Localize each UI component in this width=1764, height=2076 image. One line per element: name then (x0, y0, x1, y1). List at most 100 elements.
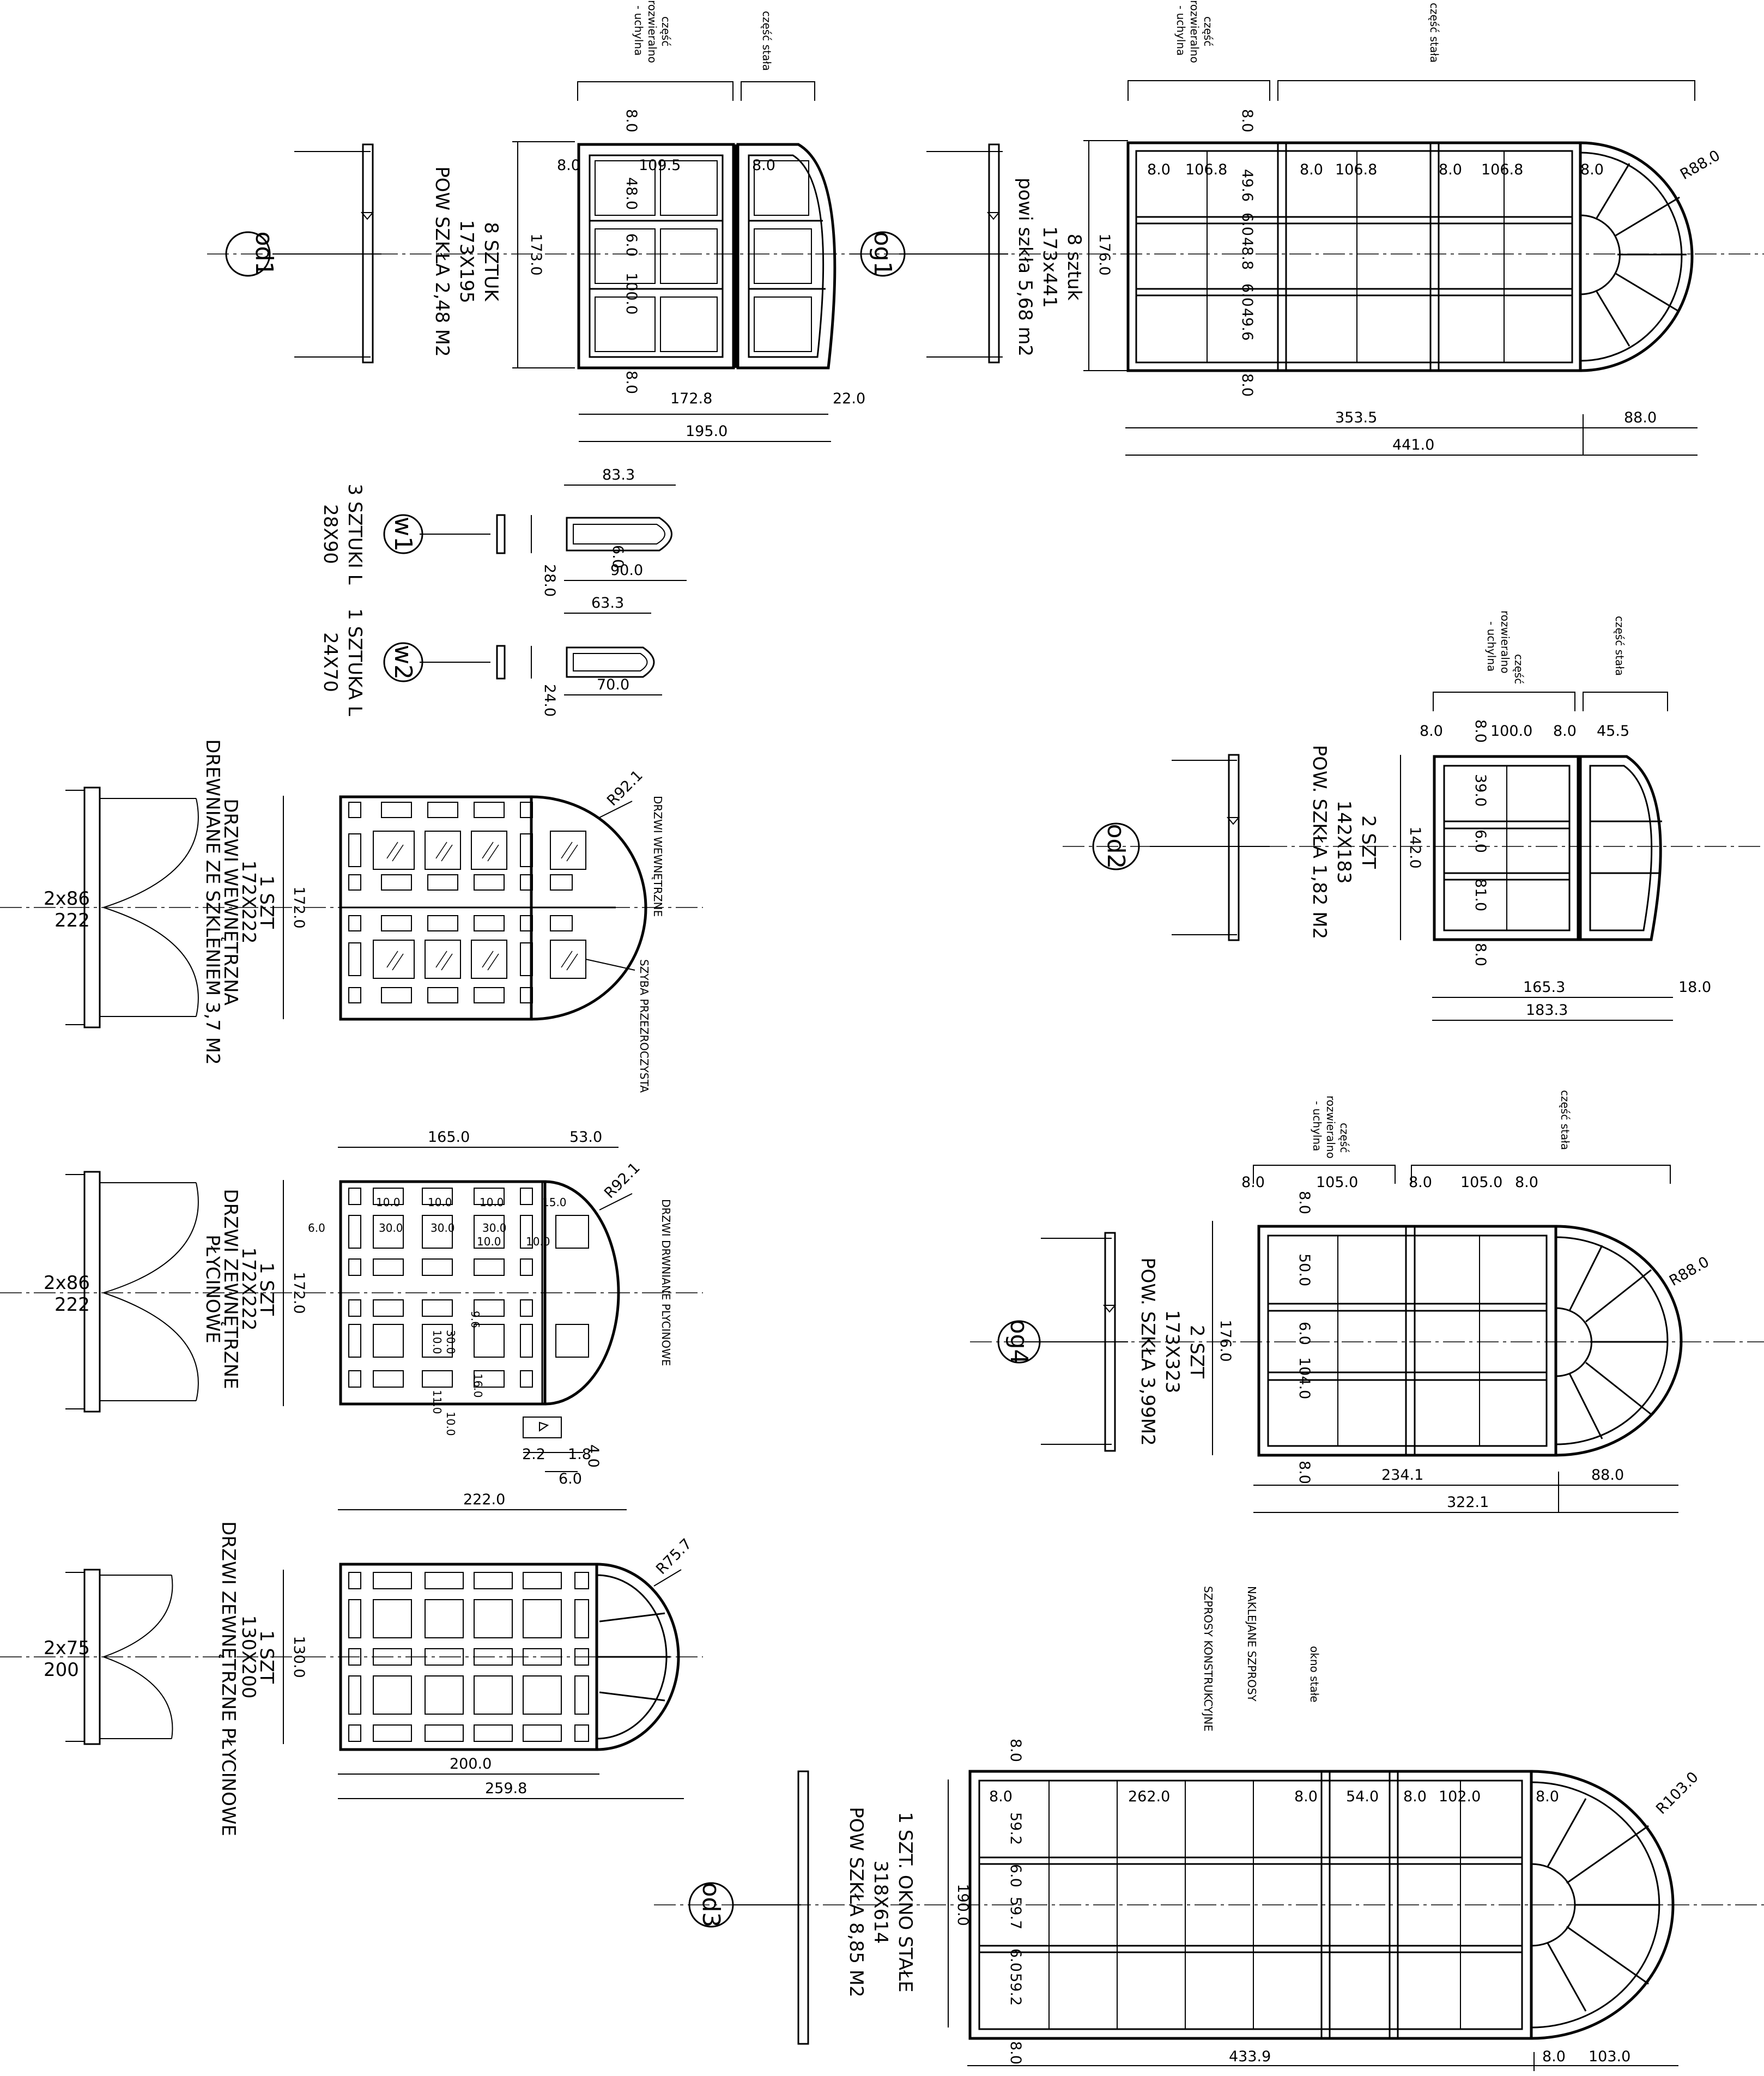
door2-d30-b: 30.0 (431, 1221, 455, 1234)
og4-fixed: część stała (1559, 1090, 1572, 1150)
door-exterior-panel-small: 2x75 200 1 SZT 130X200 DRZWI ZEWNĘTRZNE … (0, 1521, 703, 1836)
og4-note-2: 173X323 (1161, 1310, 1183, 1393)
od2-note-3: POW. SZKŁA 1,82 M2 (1308, 745, 1330, 939)
og1-sash-3: 106.8 (1481, 161, 1523, 178)
og1-sash-1: 106.8 (1185, 161, 1227, 178)
od3-w-main: 262.0 (1128, 1788, 1170, 1805)
od3-frame-m1: 8.0 (1294, 1788, 1318, 1805)
od3-rect-w: 433.9 (1229, 2048, 1271, 2065)
door2-side: DRZWI DRWNIANE PLYCINOWE (659, 1199, 672, 1366)
window-od3: od3 1 SZT. OKNO STAŁE 318X614 POW SZKŁA … (654, 1586, 1764, 2071)
od3-frame-l: 8.0 (989, 1788, 1013, 1805)
od3-legend-1: SZPROSY KONSTRUKCYJNE (1202, 1586, 1215, 1732)
door2-det-c: 4.0 (585, 1444, 602, 1468)
window-og1: og1 8 sztuk 173x441 powi szkła 5,68 m2 1… (860, 0, 1723, 456)
od2-fixed-w: 45.5 (1597, 723, 1629, 740)
door2-d30-c: 30.0 (482, 1221, 507, 1234)
og1-sash-2: 106.8 (1335, 161, 1377, 178)
door2-note-1: 1 SZT (256, 1262, 277, 1316)
door-interior-glazed: 2x86 222 1 SZT 172X222 DRZWI WEWNĘTRZNA … (0, 739, 703, 1093)
og1-radius: R88.0 (1677, 147, 1723, 183)
og1-frame-l1: 8.0 (1147, 161, 1171, 178)
door1-radius: R92.1 (604, 767, 646, 809)
og4-rect-w: 234.1 (1381, 1467, 1423, 1484)
door2-d10-g: 10.0 (444, 1412, 457, 1436)
og1-frame-top: 8.0 (1239, 109, 1256, 132)
door2-leaf-1: 2x86 (44, 1272, 90, 1294)
od1-m3: 100.0 (623, 273, 640, 314)
door2-total-w: 222.0 (463, 1491, 505, 1508)
od1-frame-mid: 8.0 (752, 157, 775, 174)
door2-d6: 6.0 (308, 1221, 325, 1234)
od1-m2: 6.0 (623, 233, 640, 257)
od3-w-mid: 54.0 (1346, 1788, 1379, 1805)
tag-od3: od3 (697, 1883, 725, 1928)
og4-arc-w: 88.0 (1591, 1467, 1624, 1484)
door3-leaf-2: 200 (44, 1659, 79, 1681)
od2-open-2: rozwieralno (1499, 610, 1512, 674)
od1-frame-top: 8.0 (623, 109, 640, 132)
od2-m1: 39.0 (1472, 774, 1489, 807)
og1-open-3: - uchylna (1174, 5, 1187, 56)
og1-arc-w: 88.0 (1624, 409, 1657, 426)
od2-m2: 6.0 (1472, 830, 1489, 853)
od3-sep-1: 6.0 (1007, 1864, 1024, 1887)
door3-note-3: DRZWI ZEWNĘTRZNE PŁYCINOWE (217, 1521, 239, 1836)
door3-h: 130.0 (290, 1636, 307, 1678)
od2-frame-l: 8.0 (1420, 723, 1443, 740)
w1-mid: 6.0 (609, 545, 626, 568)
door3-rect-w: 200.0 (450, 1756, 492, 1772)
door2-leaf-2: 222 (54, 1294, 90, 1316)
window-od1: od1 8 SZTUK 173X195 POW SZKŁA 2,48 M2 17… (225, 0, 865, 442)
od2-open-1: część (1512, 654, 1525, 684)
door2-note-4: PŁYCINOWE (202, 1234, 223, 1343)
og4-m3: 104.0 (1296, 1357, 1313, 1399)
door1-h: 172.0 (290, 886, 307, 928)
od1-m1: 48.0 (623, 177, 640, 210)
og4-frame-r: 8.0 (1515, 1174, 1538, 1191)
w1-w: 90.0 (610, 562, 643, 579)
og4-frame-b: 8.0 (1296, 1461, 1313, 1484)
og1-m1: 49.6 (1239, 169, 1256, 202)
w1-note-1: 3 SZTUKI L (344, 483, 366, 584)
od1-end-w: 22.0 (833, 390, 865, 407)
od2-frame-m: 8.0 (1553, 723, 1577, 740)
door1-note-3: DRZWI WEWNĘTRZNA (220, 798, 241, 1006)
od3-legend-2: NAKLEJANE SZPROSY (1245, 1586, 1258, 1702)
og1-m4: 49.6 (1239, 308, 1256, 341)
og4-frame-m: 8.0 (1409, 1174, 1432, 1191)
w1-note-2: 28X90 (319, 504, 341, 564)
w2-w: 70.0 (597, 676, 629, 693)
window-od2: od2 2 SZT 142X183 POW. SZKŁA 1,82 M2 142… (1092, 610, 1711, 1021)
od2-height: 142.0 (1407, 826, 1423, 868)
od3-radius: R103.0 (1653, 1769, 1702, 1818)
od3-frame-r: 8.0 (1536, 1788, 1559, 1805)
od3-m3: 59.2 (1007, 1973, 1024, 2006)
w2-h: 24.0 (541, 684, 558, 717)
og1-m3: 48.8 (1239, 237, 1256, 270)
tag-w1: w1 (389, 517, 417, 552)
ventilator-w1: w1 3 SZTUKI L 28X90 28.0 83.3 6.0 90.0 (319, 467, 687, 597)
od2-frame-t: 8.0 (1472, 719, 1489, 743)
od3-note-3: POW SZKŁA 8,85 M2 (845, 1807, 867, 1998)
og4-m1: 50.0 (1296, 1254, 1313, 1286)
od3-arc-w: 103.0 (1589, 2048, 1630, 2065)
og4-sash-2: 105.0 (1460, 1174, 1502, 1191)
w2-top: 63.3 (591, 595, 624, 612)
og4-frame-l: 8.0 (1241, 1174, 1265, 1191)
door2-note-3: DRZWI ZEWNĘTRZNE (220, 1189, 241, 1389)
door1-leaf-1: 2x86 (44, 888, 90, 910)
w1-h: 28.0 (541, 564, 558, 597)
od2-note-2: 142X183 (1333, 800, 1355, 883)
ventilator-w2: w2 1 SZTUKA L 24X70 24.0 63.3 70.0 (319, 595, 662, 717)
og4-radius: R88.0 (1666, 1254, 1712, 1290)
door3-note-2: 130X200 (238, 1615, 259, 1698)
door2-d15: 15.0 (542, 1196, 567, 1209)
od1-sash-w: 109.5 (639, 157, 681, 174)
og1-note-1: 8 sztuk (1063, 234, 1085, 301)
od3-note-2: 318X614 (870, 1860, 892, 1944)
og4-height: 176.0 (1217, 1320, 1234, 1361)
od3-w-side: 102.0 (1439, 1788, 1481, 1805)
og4-note-3: POW. SZKŁA 3,99M2 (1137, 1257, 1159, 1446)
